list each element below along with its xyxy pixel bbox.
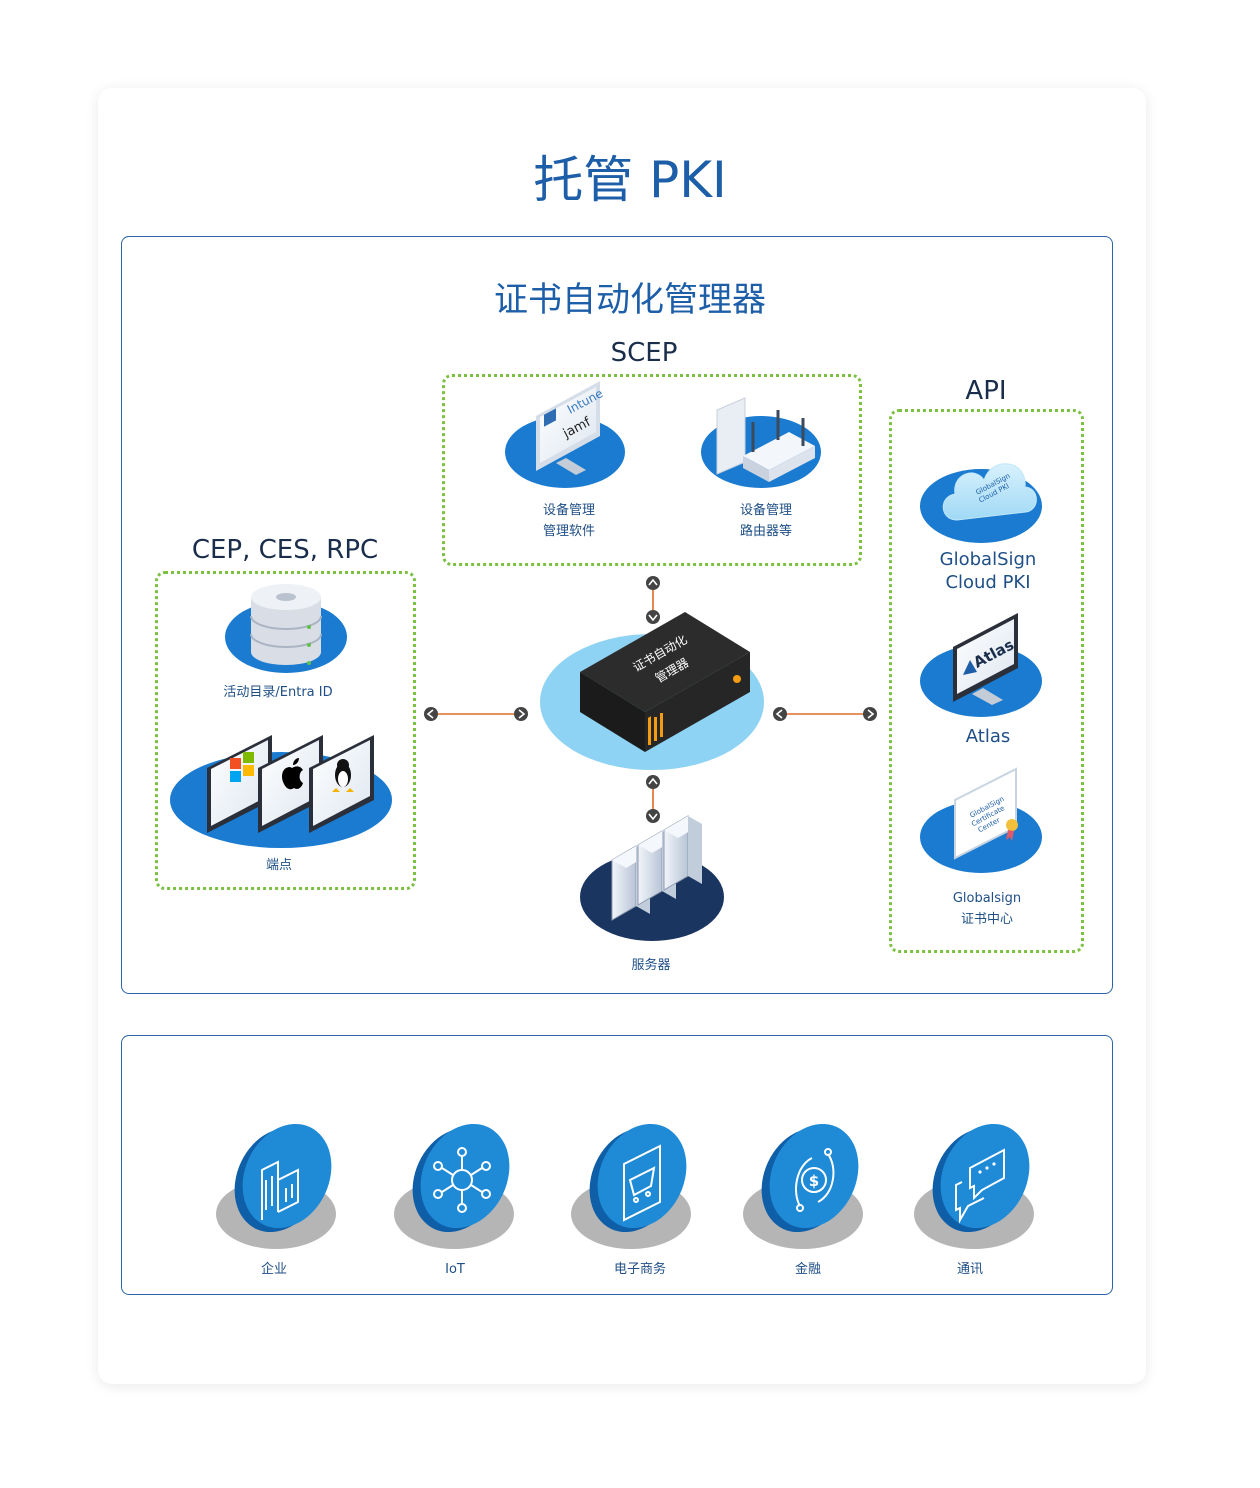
industry-ecommerce-icon — [571, 1123, 691, 1249]
mdm-monitor-icon: Intune jamf — [505, 381, 625, 488]
server-label: 服务器 — [631, 958, 671, 973]
industry-label-ecommerce: 电子商务 — [613, 1262, 666, 1277]
endpoints-label: 端点 — [265, 858, 292, 873]
industry-iot-icon — [394, 1123, 514, 1249]
api-title: API — [965, 376, 1007, 406]
page-title: 托管 PKI — [533, 151, 727, 209]
industry-label-iot: IoT — [445, 1262, 465, 1277]
industry-label-enterprise: 企业 — [260, 1262, 287, 1277]
industry-enterprise-icon — [216, 1123, 336, 1249]
manager-section-title: 证书自动化管理器 — [494, 280, 766, 320]
industry-label-finance: 金融 — [794, 1262, 821, 1277]
connector-manager-cep — [424, 707, 528, 721]
connector-manager-api — [773, 707, 877, 721]
windows-monitor-icon — [207, 735, 272, 833]
manager-section-frame — [121, 236, 1113, 994]
industry-telecom-icon — [914, 1123, 1034, 1249]
cep-group — [155, 571, 416, 890]
router-icon — [701, 397, 821, 488]
certificate-center-icon: GlobalSign Certificate Center — [920, 767, 1042, 873]
manager-appliance-icon: 证书自动化 管理器 — [540, 612, 764, 770]
active-directory-label: 活动目录/Entra ID — [223, 685, 333, 700]
globalsign-cloud-icon: GlobalSign Cloud PKI — [920, 463, 1042, 543]
industries-section-frame — [121, 1035, 1113, 1295]
mdm-software-label: 设备管理管理软件 — [542, 503, 595, 539]
server-racks-icon — [580, 815, 724, 941]
active-directory-database-icon — [225, 584, 347, 673]
industry-finance-icon: $ — [743, 1123, 863, 1249]
industry-label-telecom: 通讯 — [956, 1262, 983, 1277]
svg-text:$: $ — [809, 1172, 819, 1190]
mdm-router-label: 设备管理路由器等 — [739, 503, 792, 539]
apple-monitor-icon — [258, 735, 323, 833]
linux-monitor-icon — [309, 735, 374, 833]
scep-title: SCEP — [610, 338, 678, 368]
scep-group — [442, 374, 862, 566]
atlas-label: Atlas — [965, 726, 1011, 747]
connector-manager-server — [646, 775, 660, 823]
connector-manager-scep — [646, 576, 660, 624]
api-group — [889, 409, 1084, 953]
cep-title: CEP, CES, RPC — [191, 535, 379, 565]
endpoints-icon — [170, 735, 392, 848]
atlas-monitor-icon: Atlas — [920, 613, 1042, 717]
